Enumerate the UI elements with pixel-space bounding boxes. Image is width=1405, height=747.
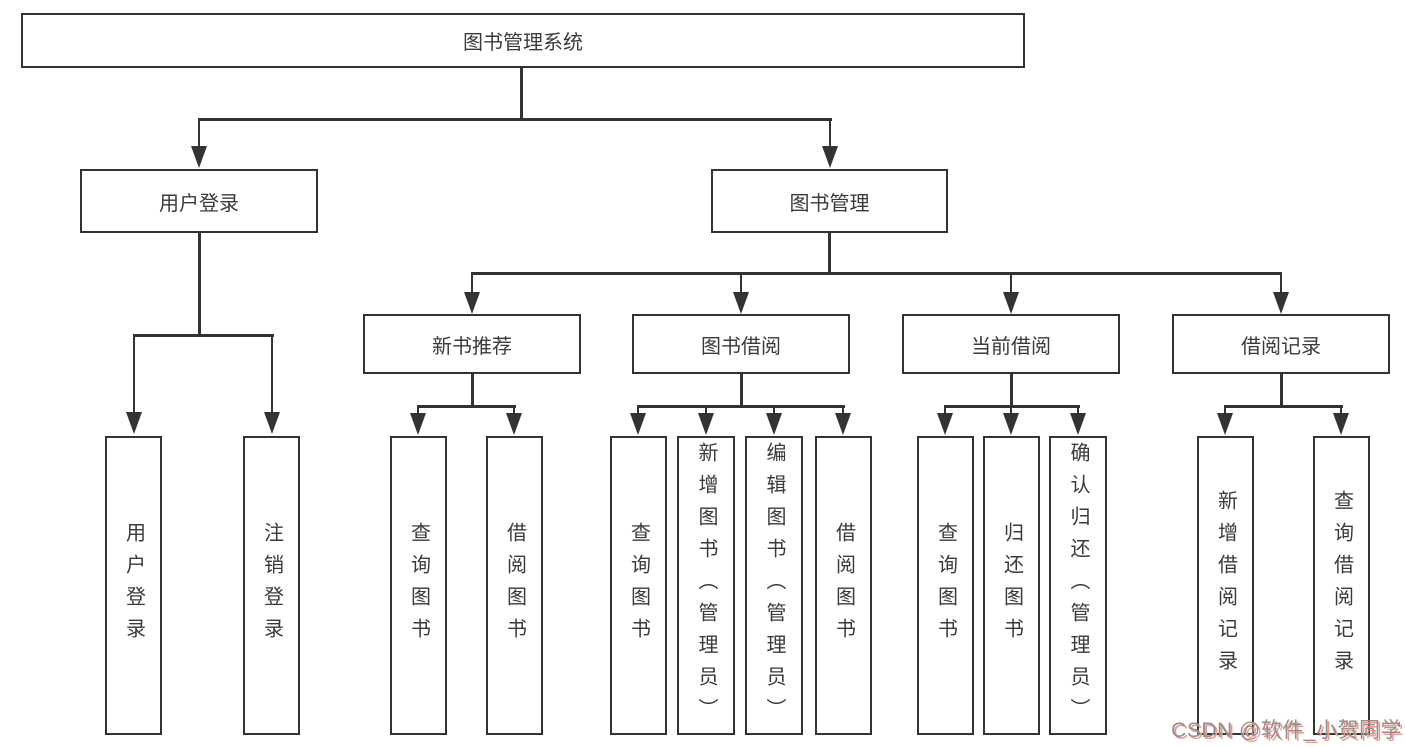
node-book-borrow: 图书借阅 (632, 314, 850, 374)
arrow-to-leaf-query-books-2 (630, 405, 646, 435)
arrow-to-book-management (822, 118, 838, 168)
connector-new-book-rail (417, 405, 516, 408)
arrow-to-leaf-edit-book (766, 405, 782, 435)
node-library-management-system: 图书管理系统 (21, 13, 1025, 68)
leaf-confirm-return-admin: 确认归还（管理员） (1049, 436, 1107, 735)
connector-book-management-rail (471, 272, 1282, 275)
connector-borrow-records-trunk (1280, 374, 1283, 407)
leaf-query-books-borrow: 查询图书 (610, 436, 667, 735)
arrow-to-borrow-records (1273, 272, 1289, 314)
connector-root-trunk (520, 68, 523, 120)
node-new-book-recommend: 新书推荐 (363, 314, 581, 374)
leaf-user-login: 用户登录 (105, 436, 162, 735)
arrow-to-current-borrow (1003, 272, 1019, 314)
csdn-watermark: CSDN @软件_小贺同学 (1171, 719, 1402, 742)
arrow-to-leaf-logout (264, 334, 280, 434)
leaf-query-borrow-record: 查询借阅记录 (1313, 436, 1370, 735)
leaf-edit-book-admin: 编辑图书（管理员） (745, 436, 803, 735)
arrow-to-user-login (191, 118, 207, 168)
arrow-to-leaf-query-books-1 (410, 405, 426, 435)
leaf-borrow-books: 借阅图书 (815, 436, 872, 735)
leaf-return-book: 归还图书 (983, 436, 1040, 735)
connector-borrow-records-rail (1224, 405, 1343, 408)
arrow-to-new-book-recommend (464, 272, 480, 314)
leaf-add-book-admin: 新增图书（管理员） (677, 436, 735, 735)
connector-book-borrow-rail (637, 405, 845, 408)
node-current-borrow: 当前借阅 (902, 314, 1120, 374)
leaf-query-books-recommend: 查询图书 (390, 436, 447, 735)
connector-book-management-trunk (828, 233, 831, 274)
leaf-add-borrow-record: 新增借阅记录 (1197, 436, 1254, 735)
arrow-to-leaf-add-borrow-record (1217, 405, 1233, 435)
node-book-management: 图书管理 (711, 169, 948, 233)
connector-current-borrow-trunk (1010, 374, 1013, 407)
connector-book-borrow-trunk (740, 374, 743, 407)
arrow-to-leaf-return-book (1003, 405, 1019, 435)
connector-new-book-trunk (471, 374, 474, 407)
arrow-to-book-borrow (733, 272, 749, 314)
arrow-to-leaf-borrow-books-1 (506, 405, 522, 435)
leaf-borrow-books-recommend: 借阅图书 (486, 436, 543, 735)
arrow-to-leaf-query-borrow-record (1333, 405, 1349, 435)
connector-root-rail (198, 118, 832, 121)
leaf-logout: 注销登录 (243, 436, 300, 735)
arrow-to-leaf-add-book (698, 405, 714, 435)
node-user-login: 用户登录 (80, 169, 318, 233)
leaf-query-books-current: 查询图书 (917, 436, 974, 735)
arrow-to-leaf-query-books-3 (937, 405, 953, 435)
node-borrow-records: 借阅记录 (1172, 314, 1390, 374)
arrow-to-leaf-borrow-books-2 (835, 405, 851, 435)
arrow-to-leaf-confirm-return (1070, 405, 1086, 435)
connector-user-login-trunk (198, 233, 201, 337)
connector-user-login-rail (133, 334, 274, 337)
arrow-to-leaf-user-login (126, 334, 142, 434)
